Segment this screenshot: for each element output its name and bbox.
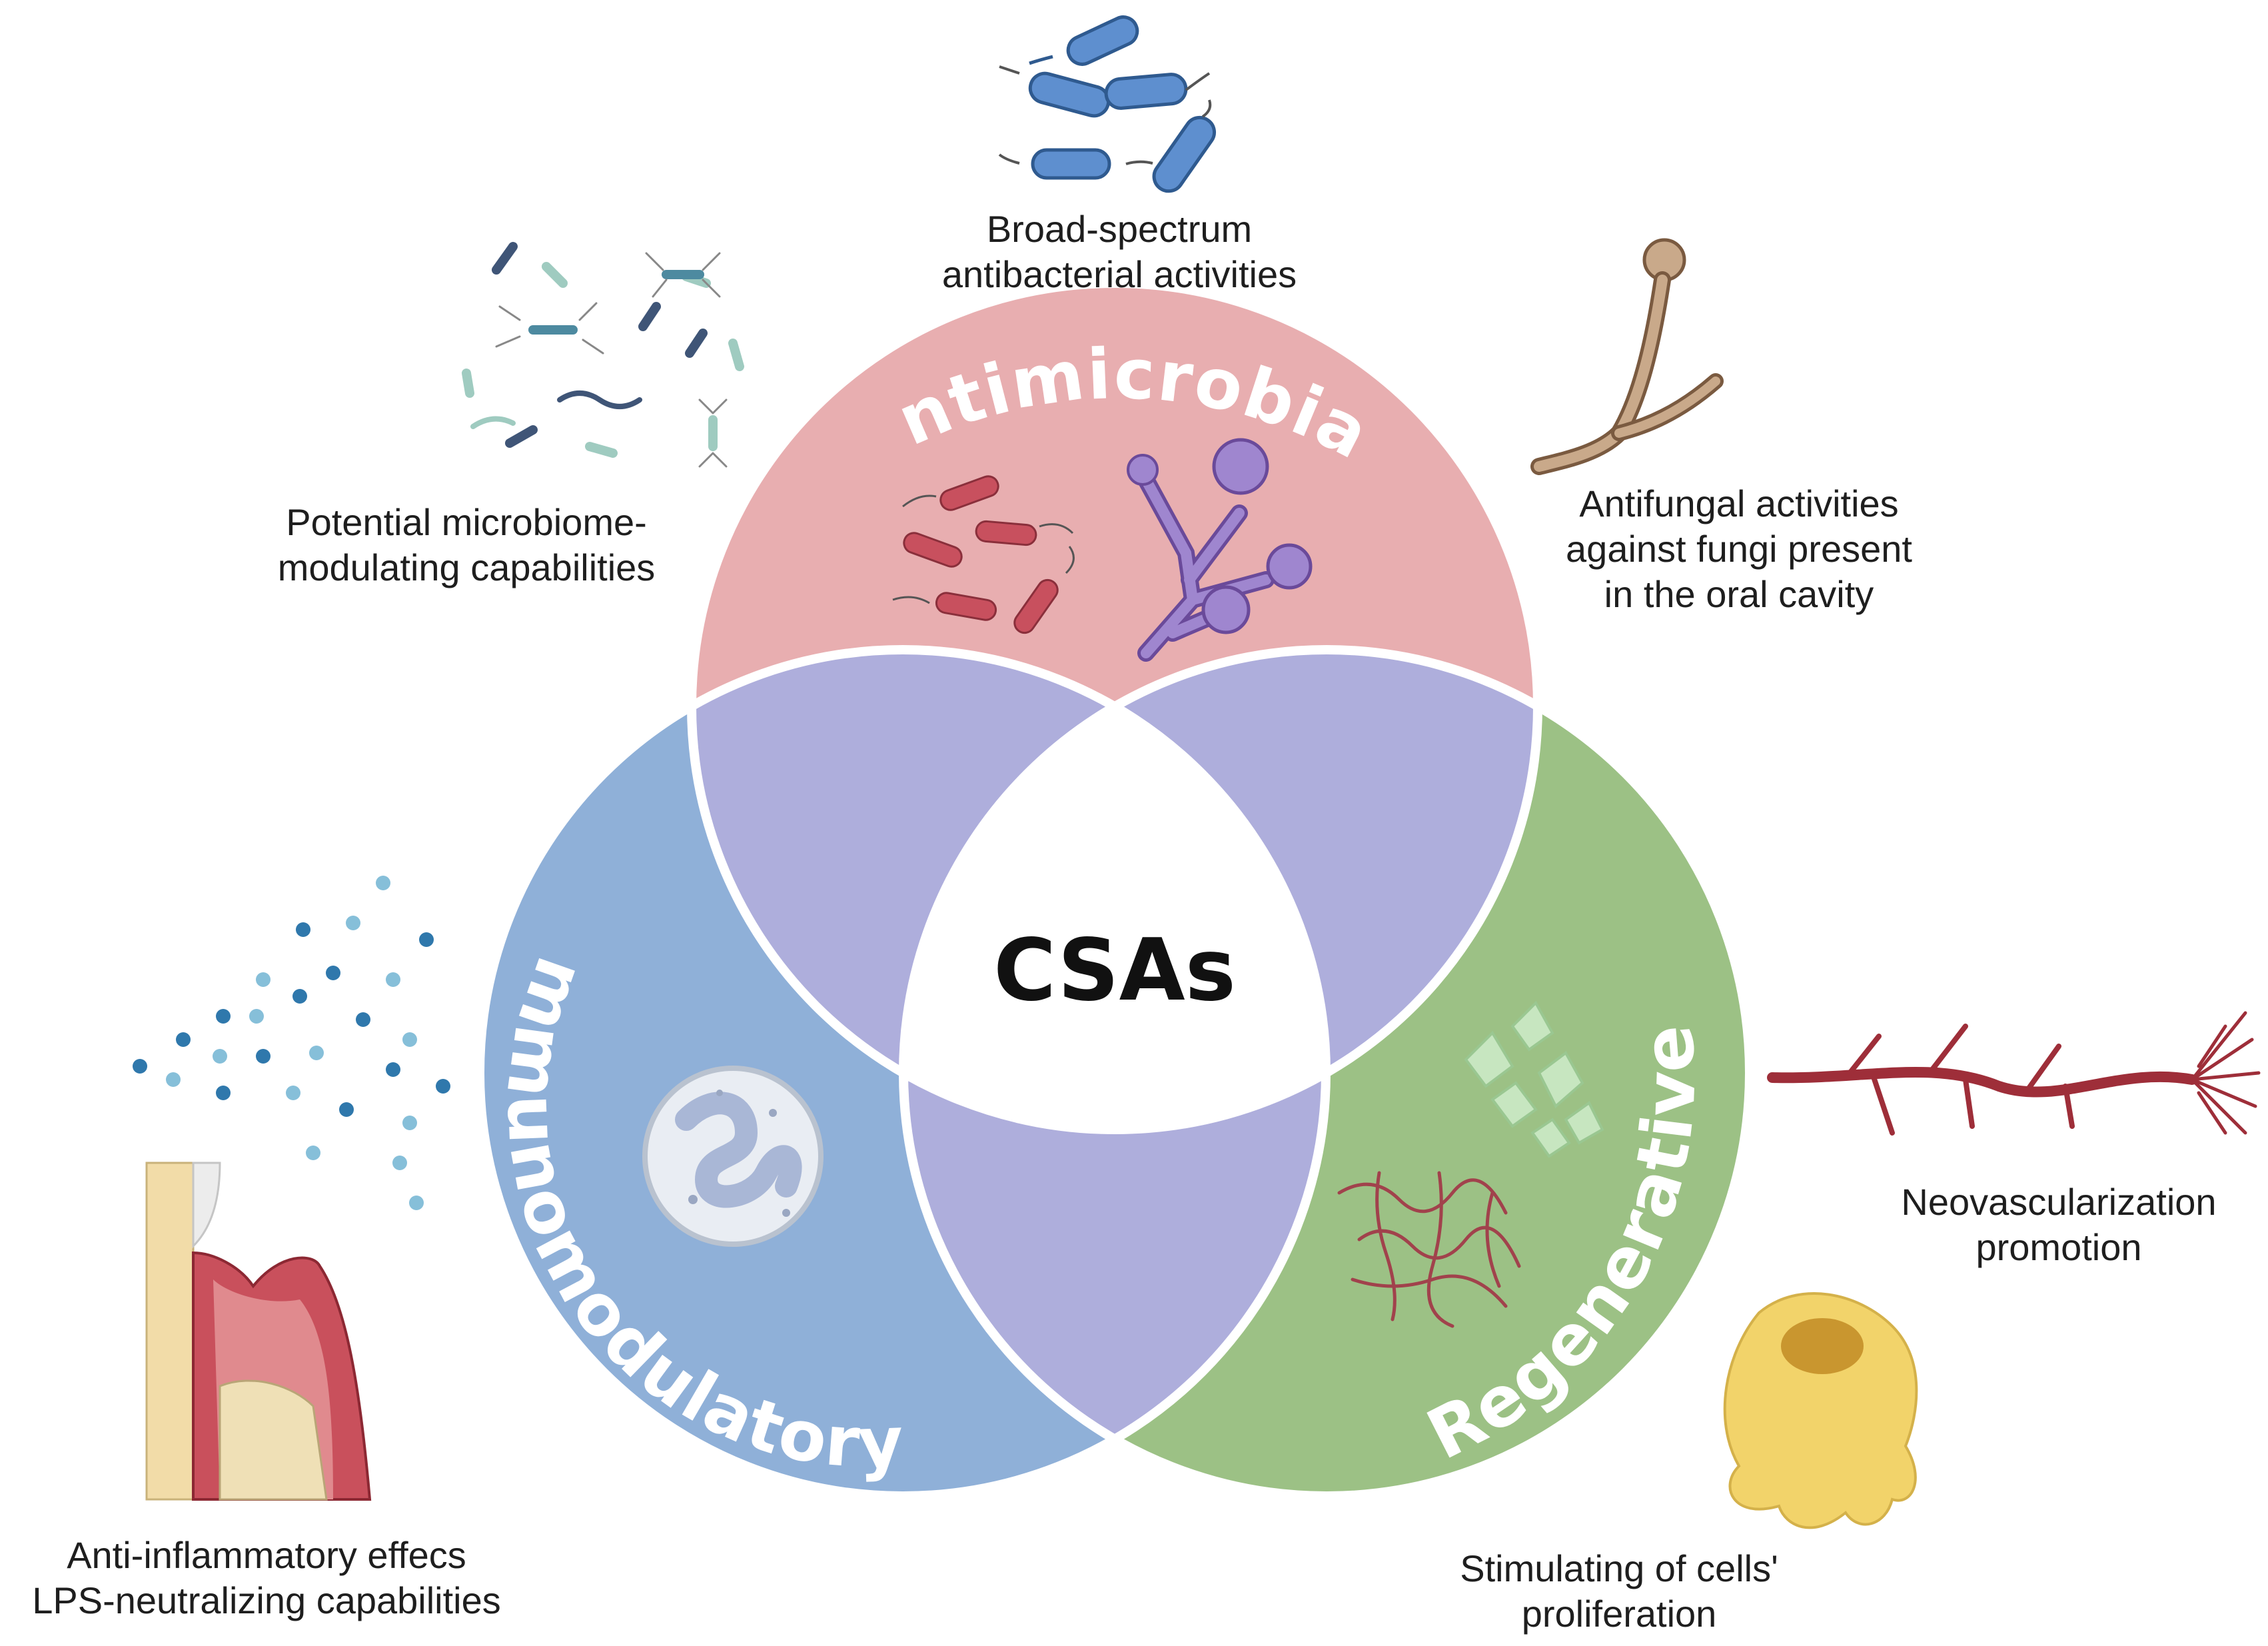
- purple-fungus-icon: [1127, 438, 1313, 662]
- broad-spectrum-label: Broad-spectrum antibacterial activities: [941, 208, 1297, 295]
- white-blood-cell-icon: [642, 1066, 824, 1247]
- fungus-hypha-icon: [1530, 238, 1724, 475]
- center-title: CSAs: [993, 921, 1236, 1020]
- microbiome-mix-icon: [462, 242, 744, 468]
- microbiome-label: Potential microbiome- modulating capabil…: [277, 501, 656, 588]
- blood-vessel-icon: [1767, 1011, 2261, 1136]
- center-intersection: [903, 650, 1326, 1130]
- cytokine-dots-icon: [133, 876, 450, 1210]
- fibroblast-cells-icon: [1464, 1000, 1604, 1158]
- antifungal-label: Antifungal activities against fungi pres…: [1566, 482, 1912, 615]
- gum-tooth-icon: [145, 1162, 372, 1501]
- vascular-network-icon: [1337, 1171, 1521, 1328]
- proliferation-label: Stimulating of cells' proliferation: [1460, 1547, 1778, 1635]
- red-bacteria-icon: [892, 475, 1075, 634]
- neovascularization-label: Neovascularization promotion: [1901, 1181, 2217, 1268]
- yellow-cell-icon: [1723, 1292, 1918, 1529]
- bacteria-rods-blue-icon: [998, 15, 1217, 193]
- anti-inflammatory-label: Anti-inflammatory effecs LPS-neutralizin…: [32, 1534, 501, 1621]
